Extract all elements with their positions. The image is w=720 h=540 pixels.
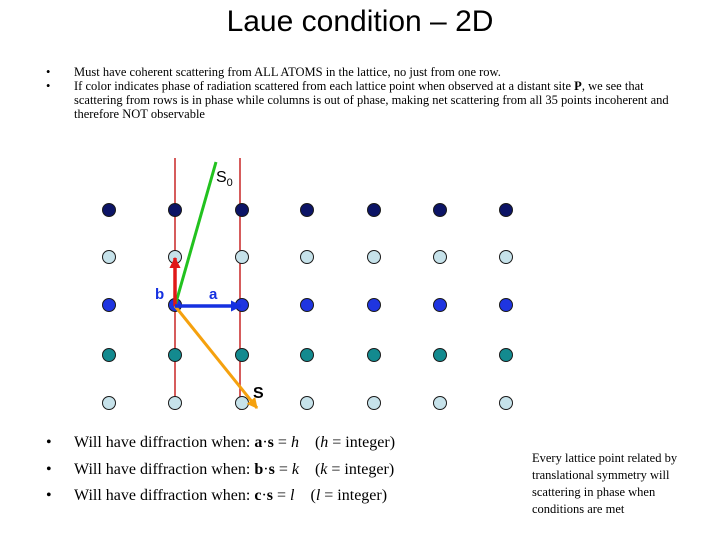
diffraction-conditions-list: •Will have diffraction when: a·s = h (h … xyxy=(46,430,506,510)
condition-k: •Will have diffraction when: b·s = k (k … xyxy=(46,457,506,484)
equals-sign: = xyxy=(274,460,292,478)
lattice-point xyxy=(102,396,116,410)
lattice-point xyxy=(235,396,249,410)
condition-h: •Will have diffraction when: a·s = h (h … xyxy=(46,430,506,457)
lattice-point xyxy=(168,348,182,362)
equals-sign: = xyxy=(273,434,291,451)
lattice-point xyxy=(102,203,116,217)
lattice-point xyxy=(235,250,249,264)
slide-title: Laue condition – 2D xyxy=(226,5,494,38)
vector-c-symbol: c xyxy=(254,487,262,504)
lattice-point xyxy=(433,348,447,362)
lattice-point xyxy=(499,348,513,362)
dot-operator: · xyxy=(261,487,267,504)
lattice-point xyxy=(433,298,447,312)
vector-b-symbol: b xyxy=(254,460,264,478)
condition-tail: = integer) xyxy=(328,434,396,451)
s-label: S xyxy=(253,385,264,402)
condition-intro: Will have diffraction when: xyxy=(74,434,255,451)
lattice-point xyxy=(300,250,314,264)
bullet-marker: • xyxy=(46,434,52,451)
incident-beam-s0 xyxy=(173,161,218,307)
lattice-point xyxy=(367,203,381,217)
condition-l: •Will have diffraction when: c·s = l (l … xyxy=(46,483,506,510)
lattice-point xyxy=(168,203,182,217)
dot-operator: · xyxy=(263,460,269,478)
index-h: h xyxy=(290,434,299,451)
index-k: k xyxy=(291,460,299,478)
bullet-marker: • xyxy=(46,460,52,478)
lattice-point xyxy=(300,396,314,410)
lattice-point xyxy=(300,348,314,362)
equals-sign: = xyxy=(273,487,291,504)
lattice-points xyxy=(102,203,513,410)
condition-intro: Will have diffraction when: xyxy=(74,460,255,478)
translational-symmetry-note: Every lattice point related by translati… xyxy=(532,451,678,516)
s0-label: S0 xyxy=(216,169,233,189)
lattice-point xyxy=(499,396,513,410)
index-k-repeat: k xyxy=(320,460,328,478)
lattice-point xyxy=(300,203,314,217)
scattered-beam-s xyxy=(173,305,259,409)
bullet-text: Must have coherent scattering from ALL A… xyxy=(74,65,501,79)
lattice-point xyxy=(367,250,381,264)
vector-a-label: a xyxy=(209,286,218,303)
condition-tail: = integer) xyxy=(327,460,395,478)
lattice-point xyxy=(433,396,447,410)
lattice-point xyxy=(102,250,116,264)
lattice-point xyxy=(102,298,116,312)
bullet-marker: • xyxy=(46,79,51,93)
index-h-repeat: h xyxy=(320,434,329,451)
lattice-point xyxy=(499,298,513,312)
lattice-point xyxy=(168,396,182,410)
vector-a-symbol: a xyxy=(254,434,263,451)
lattice-point xyxy=(235,348,249,362)
bullet-text-start: If color indicates phase of radiation sc… xyxy=(74,79,575,93)
lattice-point xyxy=(235,203,249,217)
site-p-label: P xyxy=(574,79,582,93)
bullet-text-end: , we see that scattering from rows is in… xyxy=(74,79,669,121)
lattice-point xyxy=(433,250,447,264)
bullet-coherent-scattering: • Must have coherent scattering from ALL… xyxy=(46,65,686,79)
bullet-phase-explanation: • If color indicates phase of radiation … xyxy=(46,79,686,121)
bullet-marker: • xyxy=(46,487,52,504)
bullet-marker: • xyxy=(46,65,51,79)
lattice-point xyxy=(367,298,381,312)
vector-b-label: b xyxy=(155,286,164,303)
lattice-point xyxy=(433,203,447,217)
lattice-point xyxy=(102,348,116,362)
dot-operator: · xyxy=(262,434,268,451)
lattice-point xyxy=(499,250,513,264)
lattice-point xyxy=(367,348,381,362)
lattice-point xyxy=(367,396,381,410)
vector-s-symbol: s xyxy=(267,434,274,451)
intro-bullet-list: • Must have coherent scattering from ALL… xyxy=(46,65,686,121)
index-l-repeat: l xyxy=(315,487,321,504)
vector-s-symbol: s xyxy=(266,487,274,504)
index-l: l xyxy=(290,487,295,504)
condition-intro: Will have diffraction when: xyxy=(74,487,255,504)
lattice-point xyxy=(499,203,513,217)
lattice-point xyxy=(300,298,314,312)
condition-tail: = integer) xyxy=(320,487,388,504)
vector-s-symbol: s xyxy=(268,460,275,478)
